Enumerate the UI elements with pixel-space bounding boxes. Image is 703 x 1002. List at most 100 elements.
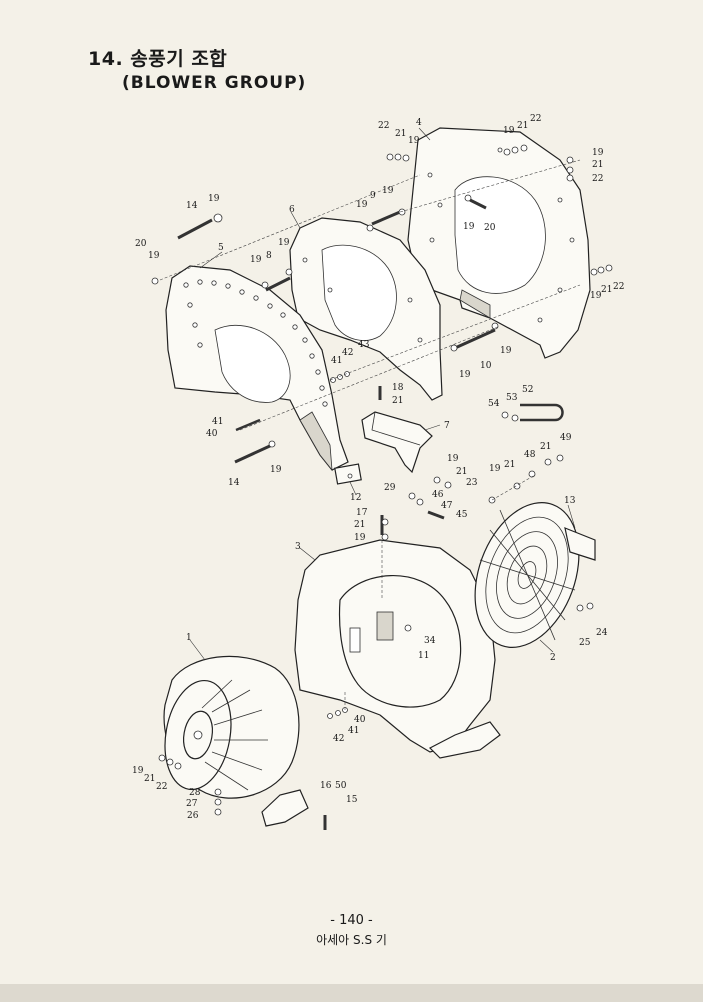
callout-21-j: 21 — [144, 774, 155, 784]
callout-19-f: 19 — [382, 186, 394, 196]
callout-24: 24 — [596, 628, 608, 638]
page-subtitle: (BLOWER GROUP) — [122, 73, 307, 93]
part-guard-clip — [564, 527, 596, 561]
callout-53: 53 — [506, 393, 518, 403]
part-u-bolt — [520, 403, 564, 422]
callout-22-d: 22 — [613, 282, 624, 292]
callout-52: 52 — [522, 385, 533, 395]
part-impeller — [163, 655, 309, 827]
callout-19-m: 19 — [500, 346, 512, 356]
callout-22-c: 22 — [592, 174, 603, 184]
callout-13: 13 — [564, 496, 576, 506]
part-rear-housing-plate — [407, 127, 591, 359]
callout-19-d: 19 — [250, 255, 262, 265]
callout-7: 7 — [444, 421, 450, 431]
callout-26: 26 — [187, 811, 199, 821]
callout-25: 25 — [579, 638, 591, 648]
callout-19-c: 19 — [278, 238, 290, 248]
callout-12: 12 — [350, 493, 361, 503]
callout-54: 54 — [488, 399, 500, 409]
callout-19-k: 19 — [463, 222, 475, 232]
scan-edge-strip — [0, 984, 703, 1002]
callout-21-g: 21 — [504, 460, 515, 470]
part-front-flange-plate — [165, 265, 349, 472]
title-block: 14. 송풍기 조합 (BLOWER GROUP) — [88, 44, 306, 93]
part-middle-plate — [289, 217, 443, 401]
callout-23: 23 — [466, 478, 478, 488]
callout-21-d: 21 — [601, 285, 612, 295]
callout-20-a: 20 — [135, 239, 147, 249]
callout-11: 11 — [418, 651, 429, 661]
casing-inner-latch — [376, 611, 394, 641]
callout-18: 18 — [392, 383, 404, 393]
callout-19-r: 19 — [132, 766, 144, 776]
part-fan-guard — [474, 502, 580, 648]
callout-27: 27 — [186, 799, 198, 809]
assembly-lines — [159, 159, 581, 710]
callout-29: 29 — [384, 483, 396, 493]
callout-15: 15 — [346, 795, 358, 805]
callout-21-a: 21 — [395, 129, 406, 139]
callout-19-q: 19 — [354, 533, 366, 543]
callout-labels: 1 2 3 4 5 6 7 8 9 10 11 12 13 14 14 15 1… — [132, 114, 624, 821]
callout-16: 16 — [320, 781, 332, 791]
callout-1: 1 — [186, 633, 192, 643]
callout-8: 8 — [266, 251, 272, 261]
callout-5: 5 — [218, 243, 224, 253]
callout-19-p: 19 — [489, 464, 501, 474]
callout-19-l: 19 — [459, 370, 471, 380]
callout-21-i: 21 — [354, 520, 365, 530]
leader-lines — [189, 127, 576, 661]
callout-21-c: 21 — [592, 160, 603, 170]
callout-14-upper: 14 — [186, 201, 198, 211]
callout-4: 4 — [416, 118, 422, 128]
fasteners — [151, 144, 613, 830]
callout-22-b: 22 — [530, 114, 541, 124]
callout-40-a: 40 — [206, 429, 218, 439]
callout-49: 49 — [560, 433, 572, 443]
callout-46: 46 — [432, 490, 444, 500]
callout-41-c: 41 — [331, 356, 342, 366]
part-small-plate — [334, 463, 362, 485]
callout-34: 34 — [424, 636, 436, 646]
company-name: 아세아 S.S 기 — [316, 933, 387, 947]
casing-side-slot — [349, 627, 361, 653]
callout-40-b: 40 — [354, 715, 366, 725]
callout-14-lower: 14 — [228, 478, 240, 488]
callout-10: 10 — [480, 361, 492, 371]
callout-3: 3 — [295, 542, 301, 552]
callout-19-i: 19 — [592, 148, 604, 158]
callout-19-n: 19 — [270, 465, 282, 475]
callout-47: 47 — [441, 501, 453, 511]
callout-50: 50 — [335, 781, 347, 791]
callout-22-a: 22 — [378, 121, 389, 131]
part-bracket — [361, 411, 433, 474]
callout-48: 48 — [524, 450, 536, 460]
callout-41-a: 41 — [212, 417, 223, 427]
callout-45: 45 — [456, 510, 468, 520]
callout-19-j: 19 — [590, 291, 602, 301]
callout-28: 28 — [189, 788, 201, 798]
callout-21-e: 21 — [392, 396, 403, 406]
callout-21-b: 21 — [517, 121, 528, 131]
callout-21-f: 21 — [456, 467, 467, 477]
callout-42-b: 42 — [333, 734, 344, 744]
page-title: 14. 송풍기 조합 — [88, 48, 228, 70]
callout-19-a: 19 — [208, 194, 220, 204]
callout-19-e: 19 — [356, 200, 368, 210]
callout-41-b: 41 — [348, 726, 359, 736]
page-number: - 140 - — [330, 913, 373, 928]
callout-19-g: 19 — [408, 136, 420, 146]
callout-20-b: 20 — [484, 223, 496, 233]
callout-22-e: 22 — [156, 782, 167, 792]
callout-9: 9 — [370, 191, 376, 201]
callout-17: 17 — [356, 508, 368, 518]
callout-19-h: 19 — [503, 126, 515, 136]
callout-43: 43 — [358, 340, 370, 350]
callout-2: 2 — [550, 653, 556, 663]
part-blower-casing — [294, 539, 501, 759]
callout-21-h: 21 — [540, 442, 551, 452]
callout-42-a: 42 — [342, 348, 353, 358]
